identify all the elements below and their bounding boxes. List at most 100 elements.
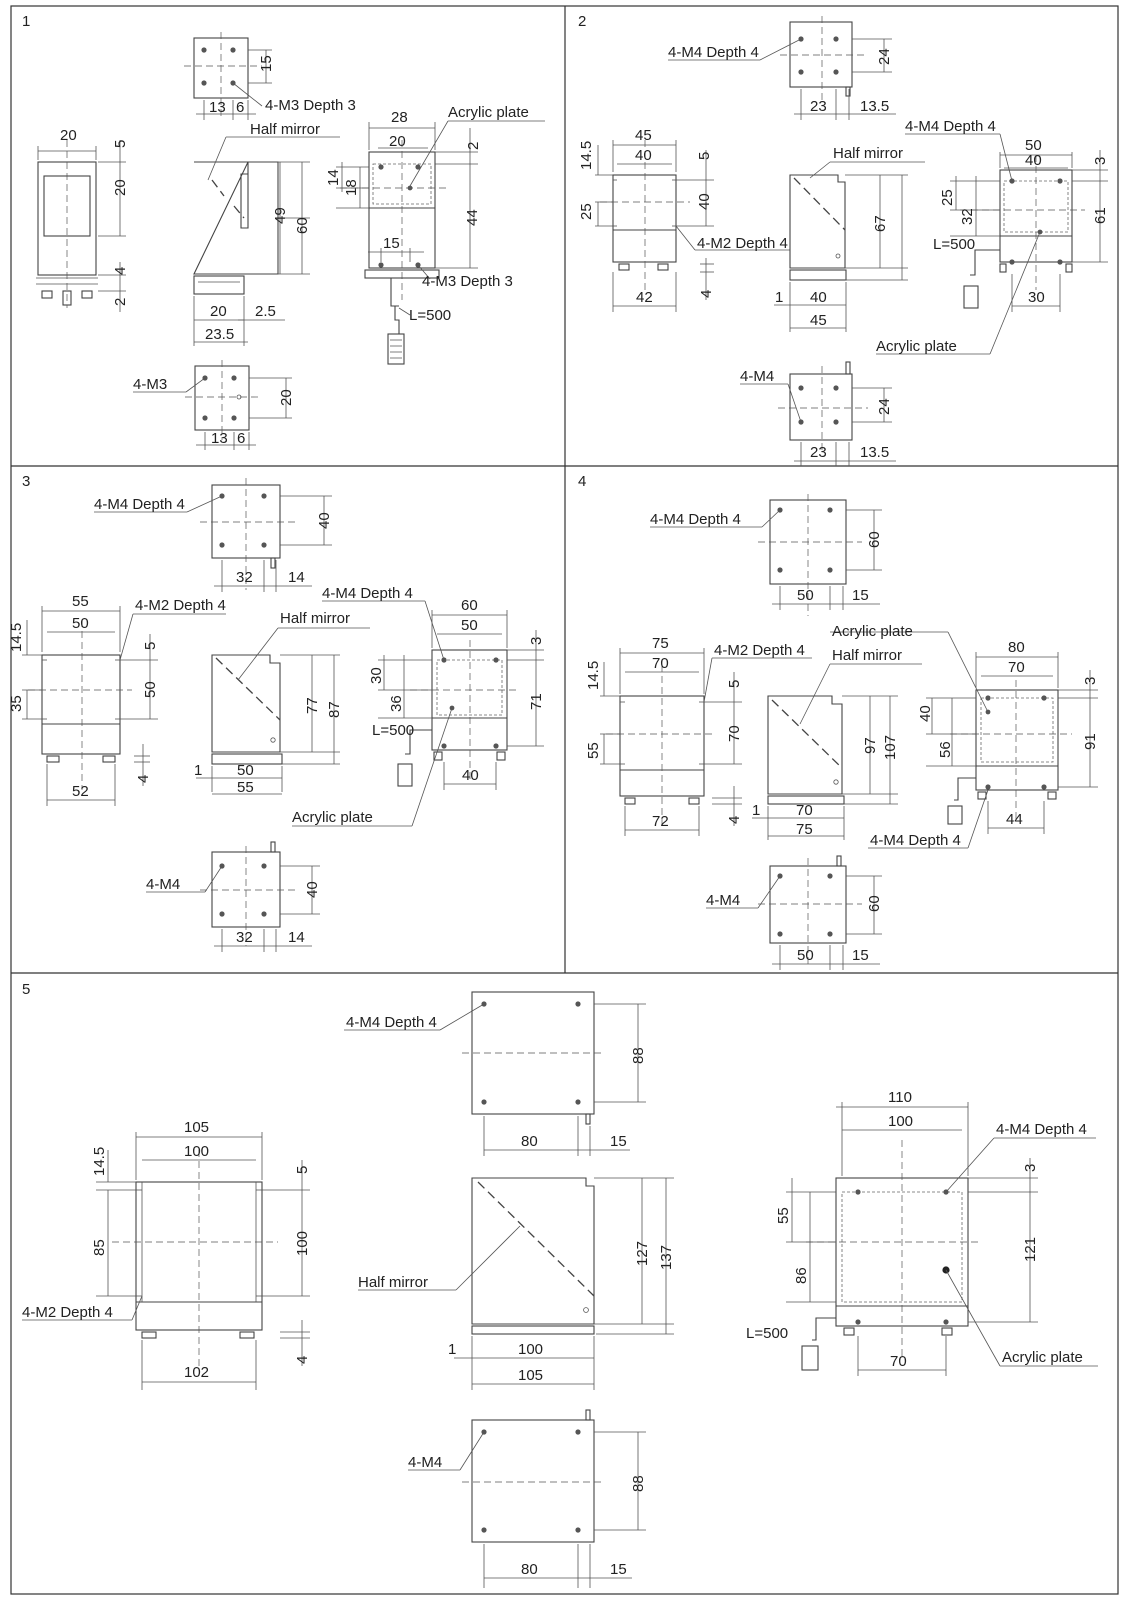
half-mirror-label: Half mirror [833,145,903,162]
dimension-label: 50 [797,947,814,964]
dimension-label: 100 [888,1113,913,1130]
panel-5: 5 88 80 15 4-M4 Depth 4 [22,981,1098,1588]
dimension-label: 55 [72,593,89,610]
dimension-label: 18 [343,179,360,196]
dimension-label: 15 [383,235,400,252]
dimension-label: 14.5 [578,141,595,170]
front-view: 110 100 4-M4 Depth 4 3 121 55 86 L=500 7… [746,1089,1098,1376]
dimension-label: 15 [610,1133,627,1150]
dimension-label: 50 [237,762,254,779]
dimension-label: 88 [630,1475,647,1492]
dimension-label: 36 [388,695,405,712]
dimension-label: 25 [939,189,956,206]
dimension-label: 107 [882,735,899,760]
tap-label-front: 4-M4 Depth 4 [905,118,996,135]
dimension-label: 40 [304,881,321,898]
dimension-label: 20 [210,303,227,320]
dimension-label: 55 [237,779,254,796]
tap-label-side: 4-M2 Depth 4 [714,642,805,659]
dimension-label: 40 [462,767,479,784]
dimension-label: 110 [888,1089,912,1106]
dimension-label: 80 [521,1133,538,1150]
dimension-label: 91 [1082,733,1099,750]
dimension-label: 50 [461,617,478,634]
dimension-label: 15 [852,947,869,964]
dimension-label: 30 [1028,289,1045,306]
dimension-label: 49 [272,207,289,224]
panel-3: 3 40 32 14 4-M4 Depth 4 [8,473,545,952]
dimension-label: 20 [60,127,77,144]
dimension-label: 77 [304,697,321,714]
dimension-label: 14.5 [91,1147,108,1176]
dimension-label: 5 [142,642,159,650]
dimension-label: 56 [937,741,954,758]
tap-label-side: 4-M2 Depth 4 [22,1304,113,1321]
dimension-label: 80 [521,1561,538,1578]
bottom-view: 60 50 15 4-M4 [706,855,883,970]
side-view: 45 40 14.5 25 5 40 4-M2 Depth 4 4 42 [578,127,790,312]
dimension-label: 20 [112,179,129,196]
acrylic-label: Acrylic plate [832,623,913,640]
dimension-label: 25 [578,203,595,220]
bottom-view: 20 13 6 4-M3 [133,360,295,450]
dimension-label: 5 [726,680,743,688]
dimension-label: 100 [294,1231,311,1256]
dimension-label: 14.5 [585,661,602,690]
dimension-label: 75 [652,635,669,652]
dimension-label: 52 [72,783,89,800]
top-view: 40 32 14 4-M4 Depth 4 [94,478,333,592]
cable-label: L=500 [933,236,975,253]
dimension-label: 88 [630,1047,647,1064]
dimension-label: 42 [636,289,653,306]
cable-label: L=500 [746,1325,788,1342]
dimension-label: 6 [237,430,245,447]
dimension-label: 3 [1022,1164,1039,1172]
dimension-label: 30 [368,667,385,684]
panel-4: 4 60 50 15 4-M4 Depth 4 [578,473,1099,970]
dimension-label: 4 [112,267,129,275]
dimension-label: 4 [726,816,743,824]
cable-label: L=500 [409,307,451,324]
dimension-label: 60 [866,531,883,548]
dimension-label: 60 [294,217,311,234]
dimension-label: 13 [209,99,226,116]
half-mirror-label: Half mirror [358,1274,428,1291]
dimension-label: 15 [258,55,275,72]
dimension-label: 60 [866,895,883,912]
front-view: 80 70 Acrylic plate 3 91 40 56 44 4-M4 D… [830,623,1099,849]
bottom-view: 88 80 15 4-M4 [408,1409,647,1588]
front-view: 60 50 4-M4 Depth 4 3 71 30 36 L=500 40 A… [292,585,545,827]
dimension-label: 97 [862,737,879,754]
panel-number: 5 [22,981,30,998]
tap-label-side: 4-M2 Depth 4 [135,597,226,614]
bottom-view: 24 23 13.5 4-M4 [740,361,896,466]
mirror-view: Half mirror 77 87 1 50 55 [194,610,370,796]
top-view: 60 50 15 4-M4 Depth 4 [650,494,883,616]
top-view: 88 80 15 4-M4 Depth 4 [344,991,647,1156]
dimension-label: 40 [316,512,333,529]
side-view: 105 100 14.5 85 5 100 4-M2 Depth 4 4 102 [22,1119,311,1390]
dimension-label: 71 [528,693,545,710]
dimension-label: 15 [852,587,869,604]
dimension-label: 35 [8,695,25,712]
dimension-label: 23 [810,444,827,461]
panel-number: 2 [578,13,586,30]
panel-1: 1 20 5 20 4 2 [22,13,545,450]
top-view: 15 13 6 4-M3 Depth 3 [184,32,356,120]
dimension-label: 3 [1082,677,1099,685]
front-view: 28 20 Acrylic plate 2 14 18 44 15 4-M3 D… [325,104,545,365]
mirror-view: Half mirror 67 1 40 45 [774,145,925,332]
dimension-label: 61 [1092,207,1109,224]
dimension-label: 13.5 [860,98,889,115]
dimension-label: 40 [917,705,934,722]
cable-label: L=500 [372,722,414,739]
side-view: 55 50 14.5 35 5 50 4-M2 Depth 4 4 52 [8,593,226,806]
panel-2: 2 24 23 13.5 4-M4 Depth 4 [578,13,1109,466]
acrylic-label: Acrylic plate [448,104,529,121]
panel-number: 1 [22,13,30,30]
acrylic-label: Acrylic plate [876,338,957,355]
tap-label-top: 4-M4 Depth 4 [668,44,759,61]
half-mirror-label: Half mirror [250,121,320,138]
mirror-view: Half mirror 49 60 20 2.5 23.5 [193,121,340,346]
